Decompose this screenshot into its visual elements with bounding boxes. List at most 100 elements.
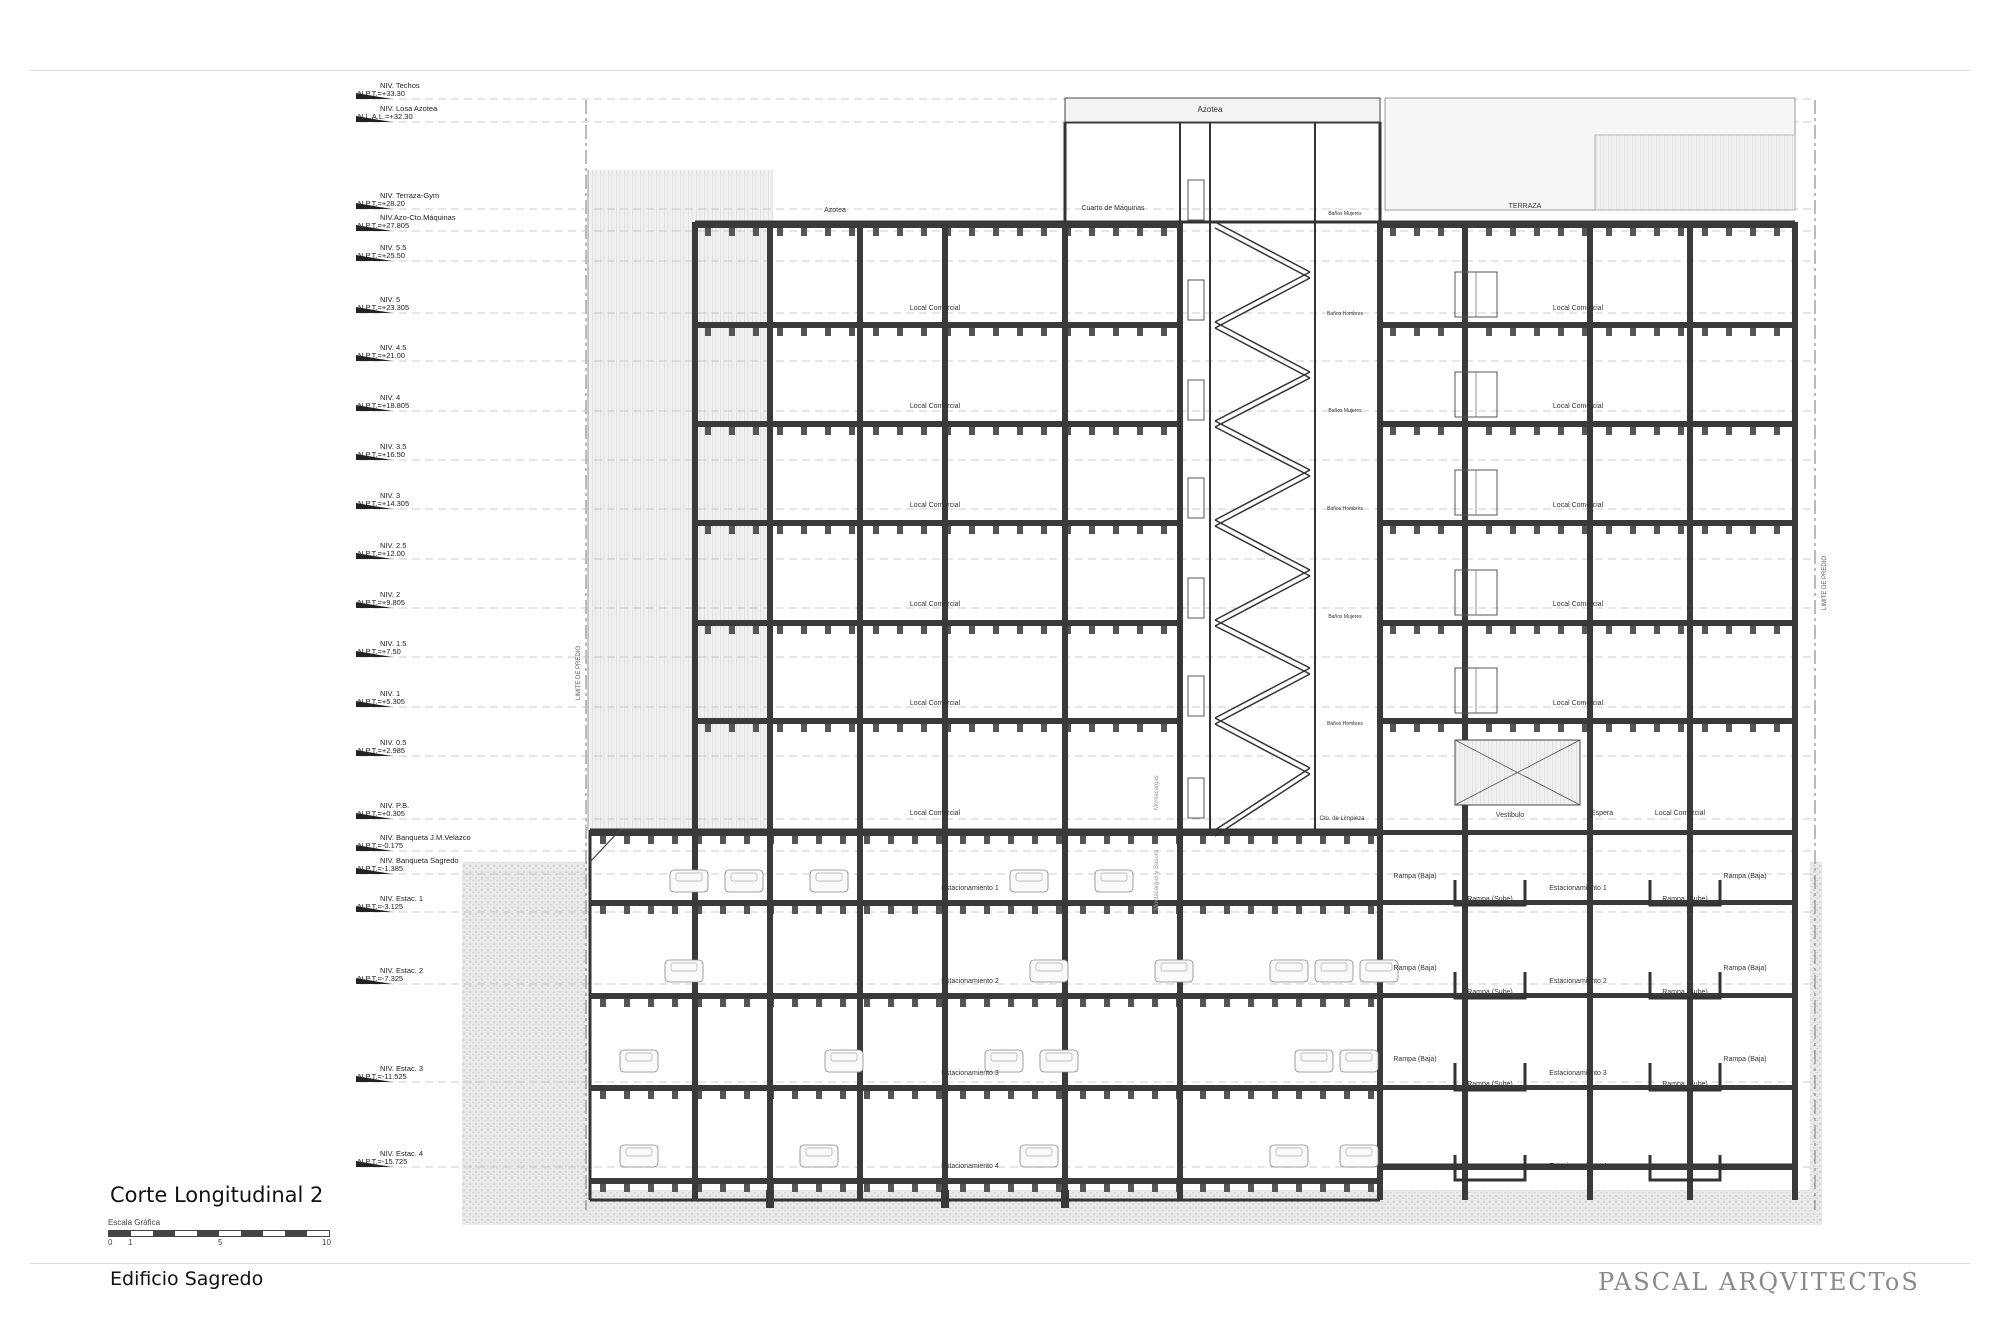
joist	[936, 1091, 942, 1099]
joist	[1368, 1184, 1374, 1192]
joist	[1390, 626, 1396, 634]
joist	[849, 427, 855, 435]
joist	[921, 328, 927, 336]
joist	[1368, 836, 1374, 844]
joist	[1534, 228, 1540, 236]
joist	[1534, 724, 1540, 732]
car-window	[990, 1052, 1018, 1062]
joist	[864, 1091, 870, 1099]
joist	[1056, 999, 1062, 1007]
label-banos-hombres-5: Baños Hombres	[1327, 311, 1363, 317]
joist	[873, 228, 879, 236]
level-marker-icon	[356, 868, 392, 874]
car-window	[1345, 1147, 1373, 1157]
scale-tick-0: 0	[108, 1238, 113, 1247]
level-value: N.P.T.=+0.305	[358, 809, 405, 818]
joist	[1200, 1184, 1206, 1192]
level-name: NIV. 5	[380, 295, 400, 304]
joist	[777, 526, 783, 534]
label-banos-mujeres-55: Baños Mujeres	[1328, 211, 1362, 217]
joist	[753, 228, 759, 236]
level-name: NIV. Estac. 1	[380, 894, 423, 903]
joist	[1041, 626, 1047, 634]
joist	[912, 906, 918, 914]
joist	[1630, 724, 1636, 732]
ramp	[1453, 1063, 1527, 1092]
level-value: N.P.T.=-0.175	[358, 841, 403, 850]
joist	[696, 906, 702, 914]
joist	[1678, 427, 1684, 435]
joist	[1161, 526, 1167, 534]
joist	[1248, 1091, 1254, 1099]
label-terraza: TERRAZA	[1509, 203, 1542, 210]
joist	[1320, 906, 1326, 914]
joist	[672, 1184, 678, 1192]
ramp	[1648, 972, 1722, 1000]
ramp	[1648, 1155, 1722, 1182]
joist	[1702, 427, 1708, 435]
joist	[912, 1091, 918, 1099]
joist	[897, 626, 903, 634]
joist	[1678, 228, 1684, 236]
footing	[1061, 1190, 1069, 1208]
joist	[1008, 836, 1014, 844]
joist	[1344, 1184, 1350, 1192]
level-marker-icon	[356, 405, 392, 411]
joist	[1200, 906, 1206, 914]
joist	[777, 427, 783, 435]
scale-tick-5: 5	[218, 1238, 223, 1247]
joist	[1017, 228, 1023, 236]
level-value: N.P.T.=+7.50	[358, 647, 401, 656]
column	[942, 222, 948, 1200]
level-name: NIV.Azo-Cto.Máquinas	[380, 213, 456, 222]
joist	[600, 836, 606, 844]
rooftop-lattice	[1594, 134, 1796, 211]
joist	[792, 836, 798, 844]
label-estac-3: Estacionamiento 3	[941, 1070, 999, 1077]
joist	[1630, 328, 1636, 336]
level-marker-icon	[356, 978, 392, 984]
joist	[1606, 427, 1612, 435]
joist	[960, 999, 966, 1007]
level-value: N.P.T.=-1.385	[358, 864, 403, 873]
joist	[753, 328, 759, 336]
joist	[1486, 228, 1492, 236]
column	[692, 222, 698, 1200]
joist	[873, 526, 879, 534]
slab-basement	[590, 830, 1380, 836]
joist	[705, 328, 711, 336]
label-limite-predio-right: LIMITE DE PREDIO	[1822, 556, 1828, 610]
joist	[792, 1184, 798, 1192]
joist	[816, 836, 822, 844]
label-local-comercial-rpb: Local Comercial	[1655, 810, 1706, 817]
joist	[969, 724, 975, 732]
joist	[984, 999, 990, 1007]
joist	[1702, 228, 1708, 236]
level-marker-icon	[356, 845, 392, 851]
car-window	[815, 872, 843, 882]
car-window	[1025, 1147, 1053, 1157]
car-window	[1100, 872, 1128, 882]
joist	[969, 228, 975, 236]
joist	[696, 999, 702, 1007]
joist	[729, 427, 735, 435]
soil-bottom	[462, 1190, 1822, 1225]
label-local-comercial-5: Local Comercial	[910, 305, 961, 312]
joist	[1390, 724, 1396, 732]
slab-left	[695, 222, 1180, 228]
joist	[777, 724, 783, 732]
joist	[1774, 724, 1780, 732]
joist	[1582, 328, 1588, 336]
joist	[849, 328, 855, 336]
joist	[864, 836, 870, 844]
ramp-baja-label: Rampa (Baja)	[1723, 873, 1766, 880]
joist	[744, 836, 750, 844]
level-value: N.P.T.=+23.305	[358, 303, 409, 312]
joist	[993, 328, 999, 336]
joist	[753, 724, 759, 732]
joist	[624, 1091, 630, 1099]
stair-flight	[1214, 575, 1311, 627]
joist	[1296, 1091, 1302, 1099]
stair-flight	[1214, 327, 1311, 379]
